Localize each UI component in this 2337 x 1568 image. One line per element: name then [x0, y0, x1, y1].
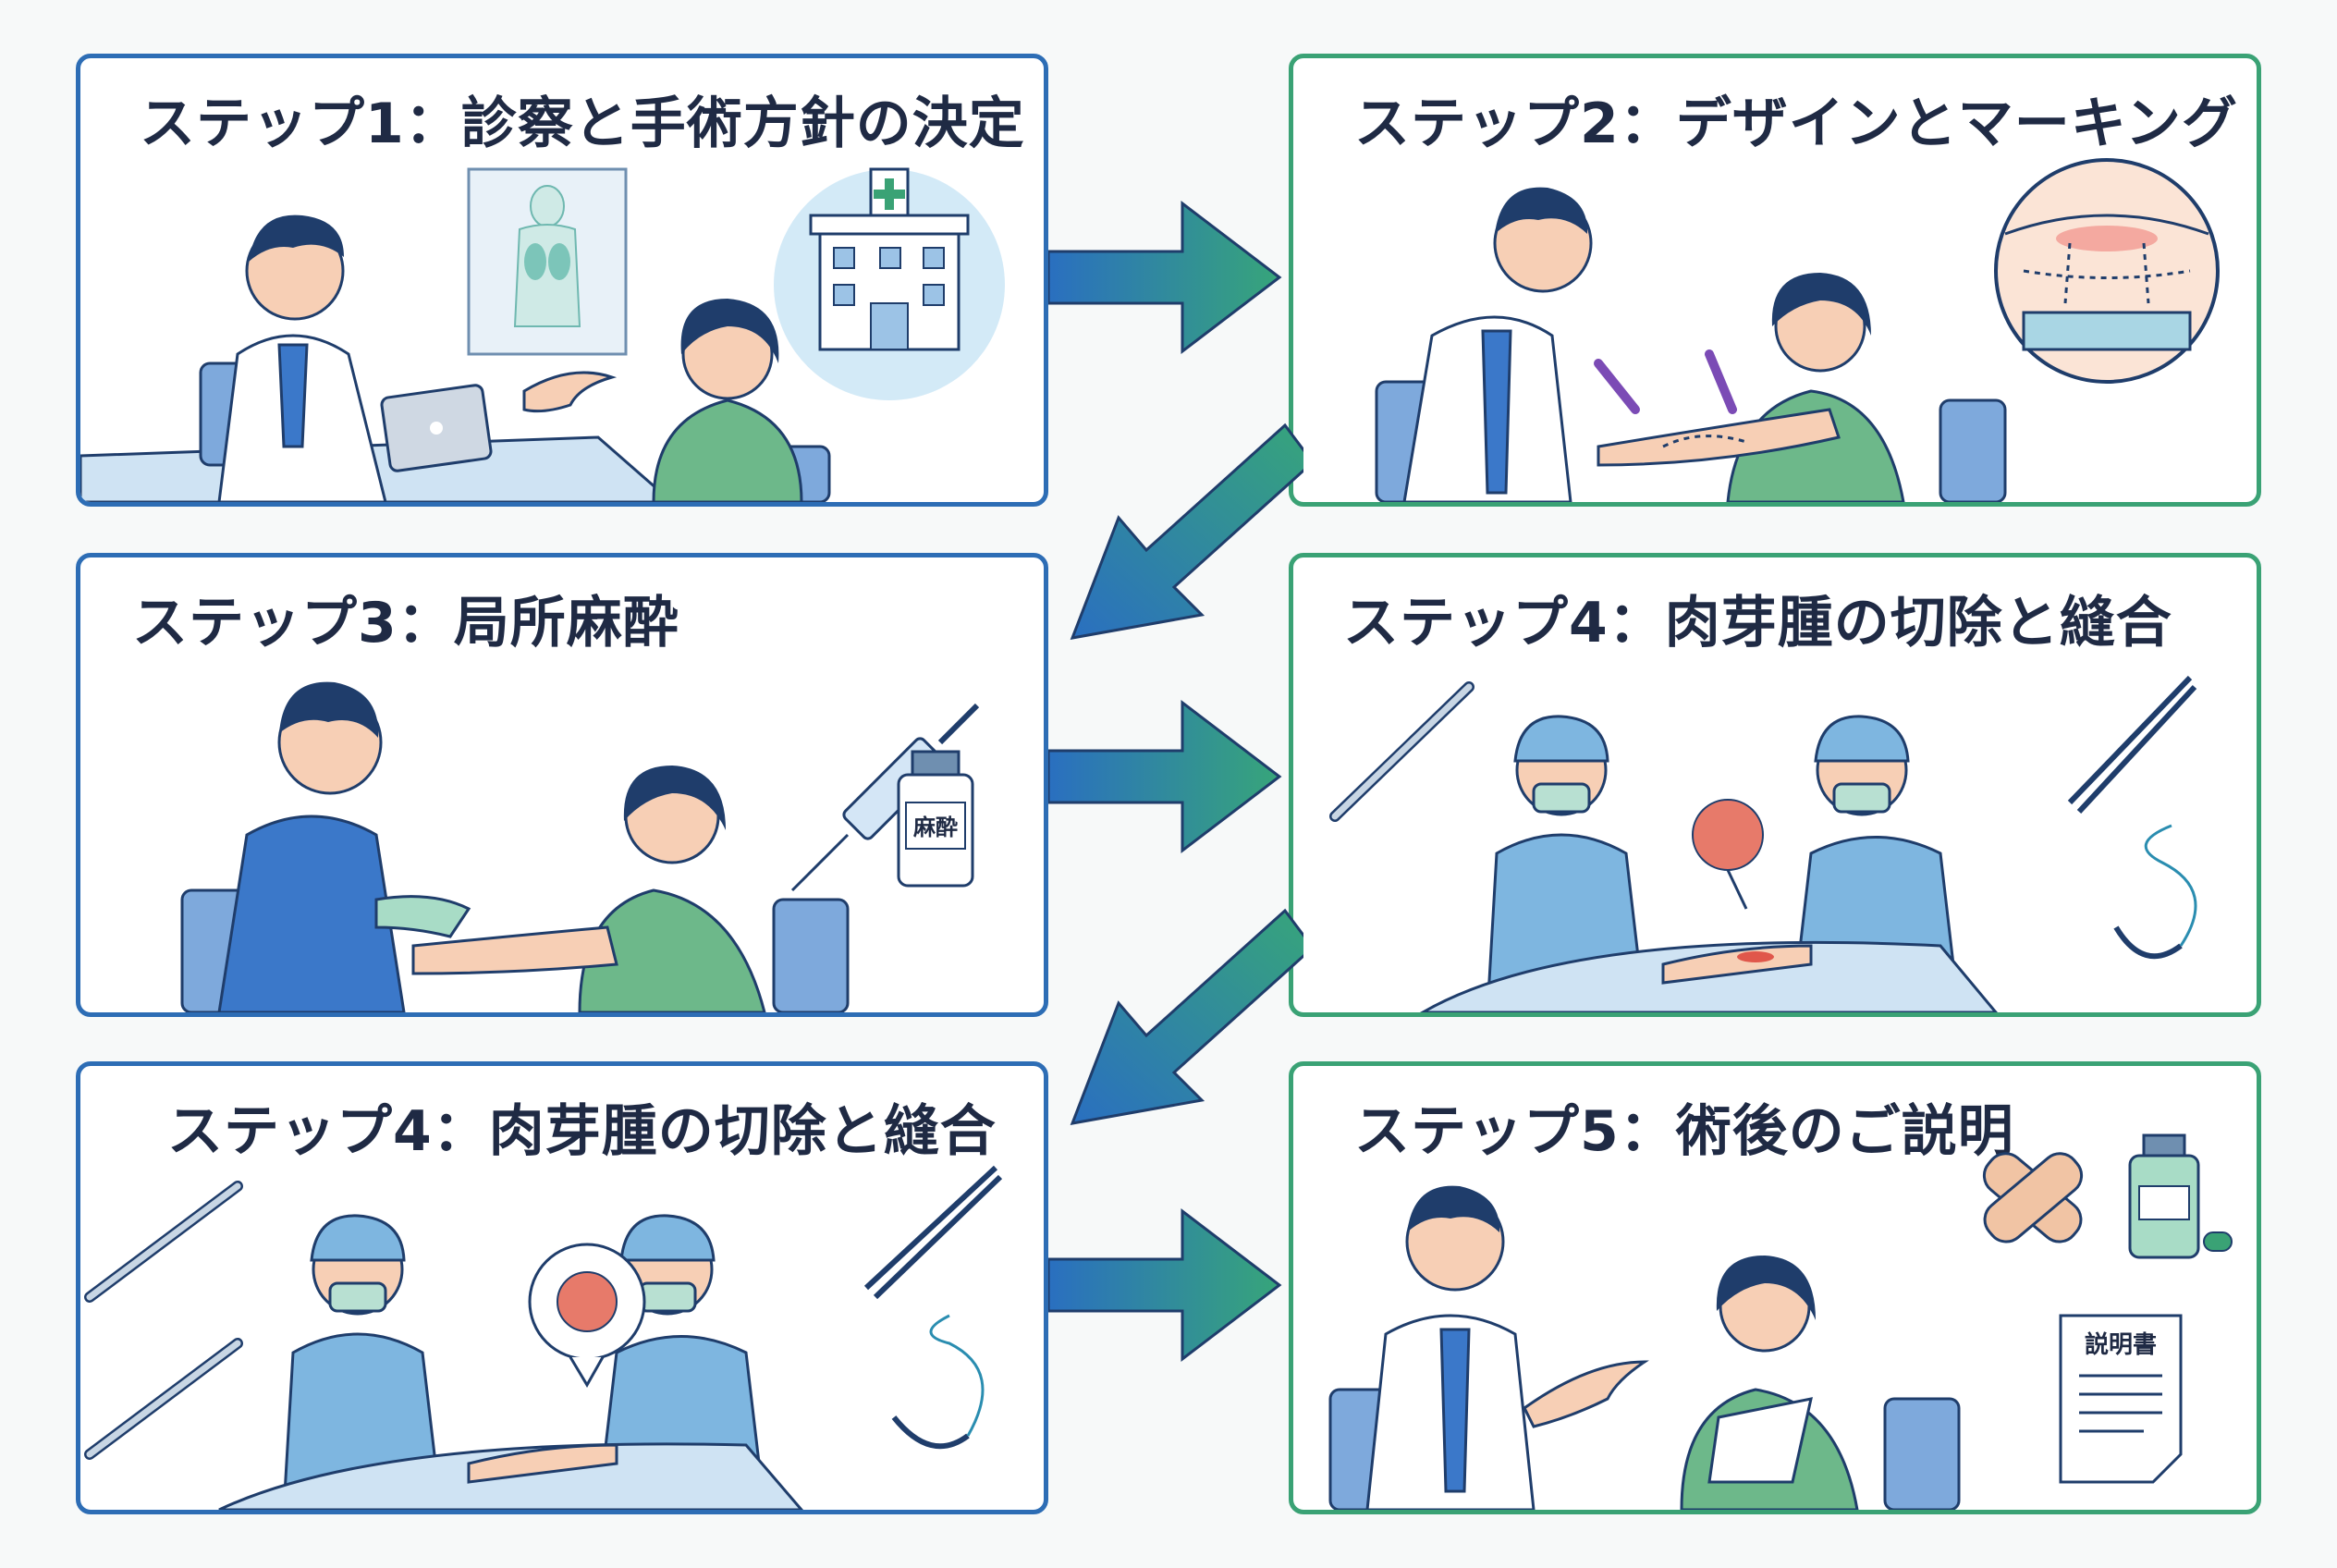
step3-panel: ステップ3：局所麻酔 麻酔	[76, 553, 1048, 1017]
tablet-icon	[380, 384, 493, 472]
step4b-title: ステップ4：肉芽腫の切除と縫合	[167, 1099, 997, 1164]
doctor-figure	[217, 815, 406, 1012]
explanation-doc-label: 説明書	[2085, 1330, 2157, 1359]
medicine-bottle-icon	[2128, 1133, 2233, 1259]
suture-needle-icon	[2113, 824, 2197, 960]
step2-panel: ステップ2：デザインとマーキング	[1289, 54, 2261, 507]
step4-panel-a: ステップ4：肉芽腫の切除と縫合	[1289, 553, 2261, 1017]
bandage-icon	[1982, 1152, 2084, 1243]
step5-panel: ステップ5：術後のご説明 説明書	[1289, 1061, 2261, 1514]
marker-pen-icon	[1594, 359, 1640, 414]
step5-title: ステップ5：術後のご説明	[1354, 1099, 2014, 1164]
document-icon: 説明書	[2059, 1314, 2183, 1484]
scalpel-icon	[84, 1181, 243, 1460]
arrow-step2-to-step3	[1070, 423, 1303, 640]
tweezers-icon	[2067, 675, 2197, 815]
granuloma-bubble-icon	[1692, 799, 1764, 910]
step1-title: ステップ1：診察と手術方針の決定	[140, 92, 1025, 156]
arrow-step4-to-step4b	[1070, 908, 1303, 1125]
arrow-step1-to-step2	[1048, 200, 1282, 355]
step4a-title: ステップ4：肉芽腫の切除と縫合	[1343, 591, 2172, 655]
step1-panel: ステップ1：診察と手術方針の決定	[76, 54, 1048, 507]
arrow-step4b-to-step5	[1048, 1207, 1282, 1363]
step3-title: ステップ3：局所麻酔	[132, 591, 679, 655]
skin-marking-zoom-icon	[1994, 158, 2220, 384]
arrow-step3-to-step4	[1048, 699, 1282, 854]
suture-needle-icon	[891, 1314, 985, 1450]
tweezers-icon	[863, 1165, 1003, 1300]
vial-icon: 麻酔	[897, 750, 974, 888]
anatomy-chart-icon	[467, 167, 628, 356]
step2-title: ステップ2：デザインとマーキング	[1354, 92, 2238, 156]
scalpel-icon	[1329, 681, 1474, 822]
hospital-icon	[774, 167, 1005, 400]
granuloma-bubble-icon	[528, 1243, 646, 1388]
step4-panel-b: ステップ4：肉芽腫の切除と縫合	[76, 1061, 1048, 1514]
anesthesia-vial-label: 麻酔	[912, 815, 958, 840]
